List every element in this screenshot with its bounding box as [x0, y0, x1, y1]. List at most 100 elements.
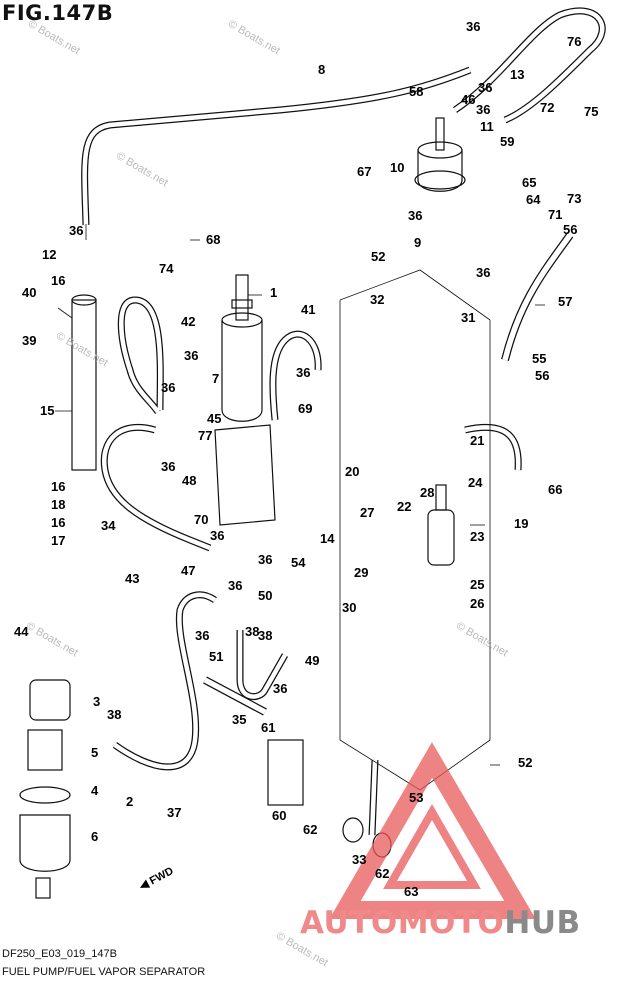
callout-36: 36: [478, 80, 492, 95]
callout-5: 5: [91, 745, 98, 760]
callout-36: 36: [69, 223, 83, 238]
callout-36: 36: [408, 208, 422, 223]
callout-33: 33: [352, 852, 366, 867]
callout-66: 66: [548, 482, 562, 497]
callout-27: 27: [360, 505, 374, 520]
callout-12: 12: [42, 247, 56, 262]
bracket-70: [214, 424, 276, 526]
callout-71: 71: [548, 207, 562, 222]
callout-11: 11: [480, 119, 494, 134]
callout-9: 9: [414, 235, 421, 250]
callout-67: 67: [357, 164, 371, 179]
callout-39: 39: [22, 333, 36, 348]
callout-36: 36: [466, 19, 480, 34]
callout-45: 45: [207, 411, 221, 426]
callout-37: 37: [167, 805, 181, 820]
callout-40: 40: [22, 285, 36, 300]
callout-1: 1: [270, 285, 277, 300]
callout-52: 52: [371, 249, 385, 264]
callout-16: 16: [51, 515, 65, 530]
callout-42: 42: [181, 314, 195, 329]
pump-23: [427, 484, 455, 566]
callout-59: 59: [500, 134, 514, 149]
callout-38: 38: [245, 624, 259, 639]
callout-29: 29: [354, 565, 368, 580]
callout-43: 43: [125, 571, 139, 586]
leader-lines: [55, 224, 545, 766]
callout-16: 16: [51, 479, 65, 494]
callout-68: 68: [206, 232, 220, 247]
callout-70: 70: [194, 512, 208, 527]
callout-15: 15: [40, 403, 54, 418]
callout-63: 63: [404, 884, 418, 899]
callout-61: 61: [261, 720, 275, 735]
bracket-15: [71, 294, 97, 471]
callout-76: 76: [567, 34, 581, 49]
callout-17: 17: [51, 533, 65, 548]
part-33: [342, 817, 364, 843]
figure-caption: FUEL PUMP/FUEL VAPOR SEPARATOR: [2, 966, 206, 978]
callout-25: 25: [470, 577, 484, 592]
callout-38: 38: [258, 628, 272, 643]
hose-37: [112, 591, 217, 771]
callout-52: 52: [518, 755, 532, 770]
callout-62: 62: [375, 866, 389, 881]
callout-73: 73: [567, 191, 581, 206]
callout-56: 56: [563, 222, 577, 237]
callout-18: 18: [51, 497, 65, 512]
callout-31: 31: [461, 310, 475, 325]
callout-36: 36: [195, 628, 209, 643]
callout-19: 19: [514, 516, 528, 531]
callout-65: 65: [522, 175, 536, 190]
callout-36: 36: [228, 578, 242, 593]
callout-47: 47: [181, 563, 195, 578]
callout-28: 28: [420, 485, 434, 500]
callout-3: 3: [93, 694, 100, 709]
callout-74: 74: [159, 261, 174, 276]
logo-part1: AUTOMOTO: [300, 905, 505, 941]
callout-36: 36: [296, 365, 310, 380]
callout-49: 49: [305, 653, 319, 668]
callout-55: 55: [532, 351, 546, 366]
callout-34: 34: [101, 518, 116, 533]
callout-7: 7: [212, 371, 219, 386]
callout-32: 32: [370, 292, 384, 307]
callout-58: 58: [409, 84, 423, 99]
callout-2: 2: [126, 794, 133, 809]
callout-41: 41: [301, 302, 315, 317]
callout-16: 16: [51, 273, 65, 288]
automotohub-logo: AUTOMOTOHUB: [300, 905, 581, 941]
callout-4: 4: [91, 783, 99, 798]
callout-21: 21: [470, 433, 484, 448]
callout-75: 75: [584, 104, 598, 119]
callout-26: 26: [470, 596, 484, 611]
part-60: [267, 739, 304, 806]
callout-36: 36: [161, 459, 175, 474]
logo-triangle-inner: [383, 803, 481, 889]
callout-13: 13: [510, 67, 524, 82]
callout-36: 36: [161, 380, 175, 395]
callout-69: 69: [298, 401, 312, 416]
callout-36: 36: [210, 528, 224, 543]
callout-36: 36: [258, 552, 272, 567]
figure-code: DF250_E03_019_147B: [2, 948, 117, 960]
callout-46: 46: [461, 92, 475, 107]
callout-51: 51: [209, 649, 223, 664]
callout-64: 64: [526, 192, 541, 207]
callout-60: 60: [272, 808, 286, 823]
filter-assembly: [19, 679, 71, 899]
callout-8: 8: [318, 62, 325, 77]
callout-38: 38: [107, 707, 121, 722]
callout-44: 44: [14, 624, 29, 639]
callout-57: 57: [558, 294, 572, 309]
callout-53: 53: [409, 790, 423, 805]
logo-part2: HUB: [504, 905, 581, 941]
callout-72: 72: [540, 100, 554, 115]
callout-50: 50: [258, 588, 272, 603]
logo-triangle: [329, 742, 536, 919]
callout-35: 35: [232, 712, 246, 727]
callout-62: 62: [303, 822, 317, 837]
callout-23: 23: [470, 529, 484, 544]
